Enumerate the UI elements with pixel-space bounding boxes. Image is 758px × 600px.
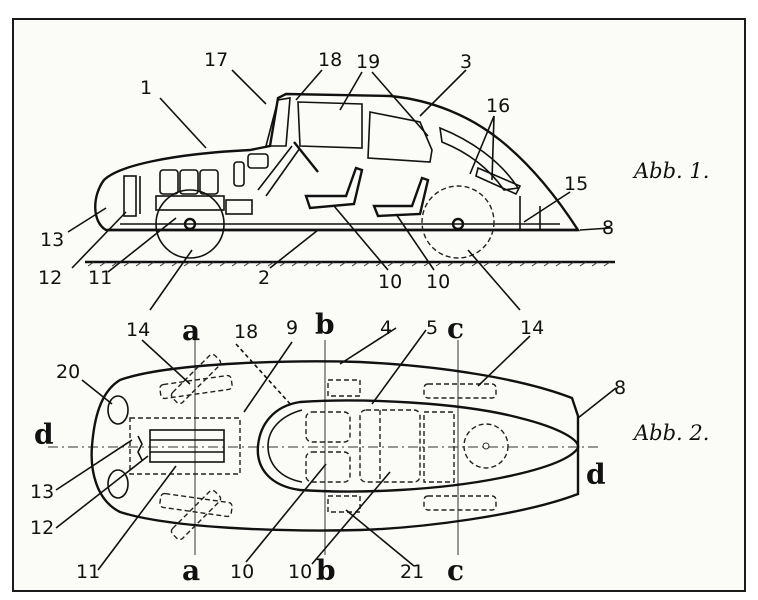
section-mark-a-bottom: a: [182, 554, 200, 587]
label-2: 2: [258, 267, 270, 289]
label-14-left: 14: [126, 319, 150, 341]
rear-vent: [475, 166, 522, 196]
label-19: 19: [356, 51, 380, 73]
side-view-figure: [85, 92, 615, 267]
label-3: 3: [460, 51, 472, 73]
front-seat: [304, 166, 364, 210]
plan-seats: [305, 379, 455, 513]
fig1-leader-lines: [67, 69, 611, 311]
label-9: 9: [286, 317, 298, 339]
label-18-plan: 18: [234, 321, 258, 343]
rear-seat: [372, 176, 430, 218]
rear-window: [367, 111, 433, 163]
label-16: 16: [486, 95, 510, 117]
engine-block: [123, 161, 253, 217]
section-mark-a-top: a: [182, 314, 200, 347]
plan-cabin-outline: [256, 399, 580, 493]
label-8-plan: 8: [614, 377, 626, 399]
plan-body-outline: [90, 360, 580, 532]
label-5: 5: [426, 317, 438, 339]
label-8: 8: [602, 217, 614, 239]
label-15: 15: [564, 173, 588, 195]
fig2-part-labels: 14 18 9 4 5 14 8 20 13 12 11 10 10 21 Ab…: [30, 317, 709, 583]
label-11-plan: 11: [76, 561, 100, 583]
plan-spare-wheel: [463, 423, 509, 469]
plan-front-wheels: [159, 353, 233, 541]
label-10-plan-a: 10: [230, 561, 254, 583]
label-11: 11: [88, 267, 112, 289]
caption-fig2: Abb. 2.: [632, 421, 709, 445]
label-10a: 10: [378, 271, 402, 293]
plan-rear-wheels: [423, 383, 497, 511]
label-20: 20: [56, 361, 80, 383]
windshield: [264, 97, 291, 147]
section-mark-b-bottom: b: [316, 554, 336, 587]
label-4: 4: [380, 317, 392, 339]
section-mark-c-bottom: c: [447, 554, 464, 587]
section-mark-c-top: c: [447, 312, 464, 345]
plan-view-figure: [48, 340, 600, 555]
label-14-right: 14: [520, 317, 544, 339]
label-21: 21: [400, 561, 424, 583]
label-18: 18: [318, 49, 342, 71]
label-13-plan: 13: [30, 481, 54, 503]
ground-line: [85, 260, 615, 267]
plan-headlamp-right: [107, 469, 129, 499]
front-window: [297, 101, 363, 149]
fig2-leader-lines: [55, 327, 617, 571]
car-body-outline: [94, 92, 581, 232]
label-13: 13: [40, 229, 64, 251]
label-12: 12: [38, 267, 62, 289]
caption-fig1: Abb. 1.: [632, 159, 709, 183]
section-mark-d-left: d: [34, 418, 54, 451]
plan-headlamp-left: [107, 395, 129, 425]
dashboard-box: [247, 153, 269, 169]
rear-wheel: [421, 185, 495, 259]
label-10-plan-b: 10: [288, 561, 312, 583]
section-mark-b-top: b: [315, 308, 335, 341]
label-10b: 10: [426, 271, 450, 293]
section-marks: a b c d d a b c: [34, 308, 606, 587]
plan-engine: [129, 417, 241, 475]
steering-column: [293, 141, 319, 173]
label-1: 1: [140, 77, 152, 99]
label-17: 17: [204, 49, 228, 71]
fig1-part-labels: 1 17 18 19 3 16 15 8 13 12 11 2 10 10 Ab…: [38, 49, 709, 293]
label-12-plan: 12: [30, 517, 54, 539]
section-mark-d-right: d: [586, 458, 606, 491]
front-wheel: [155, 189, 225, 259]
rear-quarter-window: [439, 126, 520, 191]
